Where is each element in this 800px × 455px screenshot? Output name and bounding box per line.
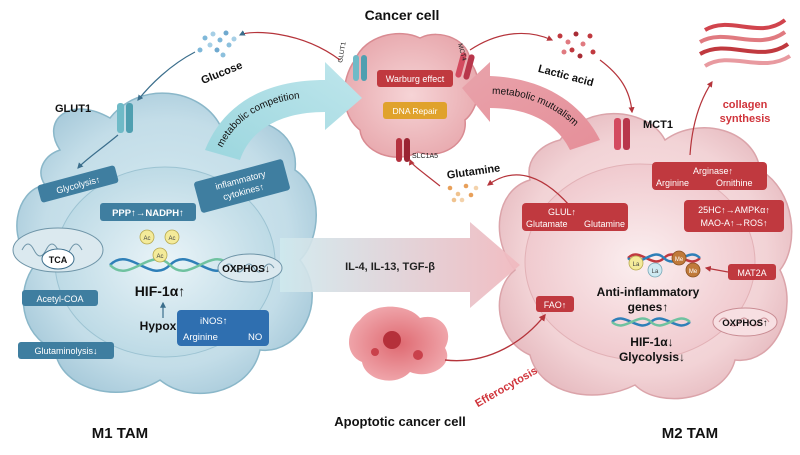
- cancer-cell: Warburg effect DNA Repair GLUT1 MCT4 SLC…: [337, 32, 480, 162]
- lactate-m2-arrow: [599, 59, 635, 114]
- methyl-mark: [671, 250, 687, 266]
- m2-glul: GLUL↑: [548, 207, 576, 217]
- m2-mct1-label: MCT1: [643, 119, 673, 131]
- tca-cycle: [41, 248, 75, 270]
- m2-mat2a: MAT2A: [737, 268, 766, 278]
- glucose-dots: [197, 30, 237, 58]
- m2-maoa: MAO-A↑→ROS↑: [700, 218, 767, 228]
- m1-glycolysis-box: [37, 165, 119, 203]
- m2-oxphos-mito: [712, 307, 778, 337]
- lactyl-mark-label: La: [633, 262, 640, 268]
- m1-hif: HIF-1α↑: [135, 283, 186, 299]
- m1-acetyl: Acetyl-COA: [36, 294, 83, 304]
- m1-inos: iNOS↑: [200, 316, 227, 327]
- m2-arginine: Arginine: [656, 178, 689, 188]
- cancer-glut1-label: GLUT1: [337, 41, 348, 63]
- m1-ppp-box: [100, 203, 196, 221]
- lactyl-mark-label: La: [652, 269, 659, 275]
- glut1-glycolysis-arrow: [77, 134, 119, 169]
- glutamine-uptake-arrow: [409, 158, 441, 187]
- m2-fao-box: [536, 296, 574, 312]
- m1-glutaminolysis-box: [18, 342, 114, 359]
- efferocytosis-arrow: [444, 313, 546, 362]
- collagen-arrow: [689, 81, 713, 156]
- m2-mct1-transporter: [614, 118, 630, 150]
- m1-glutaminolysis: Glutaminolysis↓: [34, 346, 97, 356]
- glutamine-export-arrow: [487, 174, 576, 213]
- m1-hypoxia: Hypoxia: [140, 319, 187, 333]
- m2-ornithine: Ornithine: [716, 178, 753, 188]
- dna-repair-box: [383, 102, 447, 119]
- methyl-mark: [685, 262, 701, 278]
- methyl-mark-label: Me: [689, 269, 698, 275]
- m2-dna-lower: [611, 317, 691, 327]
- glutamine-dots: [447, 183, 479, 203]
- m2-glutamate: Glutamate: [526, 219, 568, 229]
- lactyl-mark: [628, 255, 644, 271]
- cytokine-label: IL-4, IL-13, TGF-β: [345, 261, 435, 273]
- m2-arginase-box: [652, 162, 767, 190]
- acetyl-mark: [164, 229, 180, 245]
- glucose-m1-arrow: [137, 51, 196, 101]
- glucose-label: Glucose: [200, 60, 245, 87]
- m1-inflammatory-box: [194, 159, 290, 213]
- methyl-mark-label: Me: [675, 257, 684, 263]
- m2-fao: FAO↑: [544, 300, 567, 310]
- acetyl-mark-label: Ac: [168, 236, 175, 242]
- m1-no: NO: [248, 332, 262, 343]
- dna-repair-label: DNA Repair: [393, 106, 438, 116]
- apoptotic-label: Apoptotic cancer cell: [334, 414, 465, 429]
- m2-glutamine: Glutamine: [584, 219, 625, 229]
- m1-inos-box: [177, 310, 269, 346]
- m1-glut1-label: GLUT1: [55, 103, 91, 115]
- acetyl-mark-label: Ac: [156, 254, 163, 260]
- slc1a5-label: SLC1A5: [412, 153, 438, 160]
- mct4-label: MCT4: [456, 43, 467, 62]
- glucose-uptake-arrow: [238, 30, 341, 61]
- collagen-label-2: synthesis: [720, 113, 771, 125]
- m2-glycolysis: Glycolysis↓: [619, 350, 685, 364]
- lactic-acid-label: Lactic acid: [537, 63, 595, 89]
- cancer-glut1-transporter: [353, 55, 367, 81]
- acetyl-mark-label: Ac: [143, 236, 150, 242]
- lactate-dots: [557, 31, 596, 59]
- acetyl-mark: [139, 229, 155, 245]
- collagen-fibers: [698, 18, 792, 68]
- m1-acetyl-box: [22, 290, 98, 306]
- m1-glut1-transporter: [117, 103, 133, 133]
- m1-label: M1 TAM: [92, 425, 148, 442]
- m1-oxphos-mito: [217, 253, 283, 283]
- m1-arginine: Arginine: [183, 332, 218, 343]
- warburg-label: Warburg effect: [386, 74, 445, 84]
- m2-anti-2: genes↑: [628, 300, 669, 314]
- cytokine-arrow: IL-4, IL-13, TGF-β: [280, 222, 520, 308]
- slc1a5-transporter: [396, 138, 410, 162]
- mct4-transporter: [455, 52, 475, 80]
- lactyl-mark: [647, 262, 663, 278]
- m2-25hc: 25HC↑→AMPKα↑: [698, 205, 770, 215]
- m1-ppp: PPP↑→NADPH↑: [112, 208, 184, 219]
- apoptotic-cell: [348, 306, 449, 381]
- m2-oxphos: OXPHOS↑: [722, 318, 767, 329]
- collagen-label-1: collagen: [723, 99, 768, 111]
- m2-anti-1: Anti-inflammatory: [597, 285, 700, 299]
- m2-25hc-box: [684, 200, 784, 232]
- m2-hif: HIF-1α↓: [630, 335, 673, 349]
- m2-glul-box: [522, 203, 628, 231]
- m2-arginase: Arginase↑: [693, 166, 733, 176]
- warburg-box: [377, 70, 453, 87]
- m2-mat2a-box: [728, 264, 776, 280]
- m1-tca: TCA: [49, 255, 68, 265]
- glutamine-label: Glutamine: [446, 162, 501, 181]
- acetyl-mark: [152, 247, 168, 263]
- mat2a-arrow: [704, 265, 729, 273]
- lactate-export-arrow: [469, 32, 554, 51]
- cancer-cell-title: Cancer cell: [365, 7, 440, 23]
- m2-label: M2 TAM: [662, 425, 718, 442]
- efferocytosis-label: Efferocytosis: [473, 365, 539, 410]
- m1-oxphos: OXPHOS↓: [222, 264, 270, 275]
- m1-dna: [109, 258, 231, 272]
